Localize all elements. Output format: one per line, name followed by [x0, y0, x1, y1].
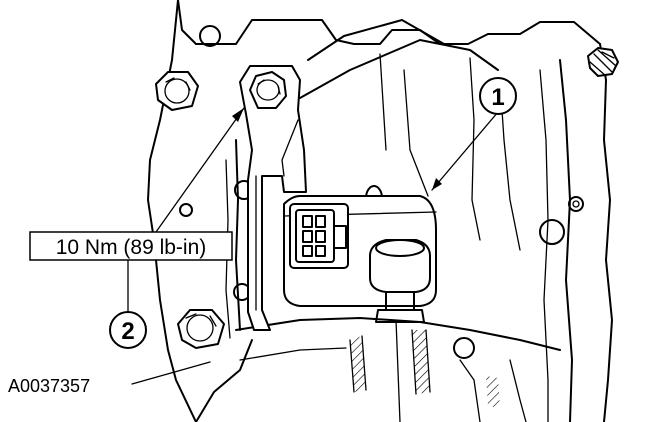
leader-line-1 [431, 111, 499, 191]
figure-id: A0037357 [8, 376, 90, 396]
hex-nut-upper-left [155, 71, 199, 111]
callout-2-number: 2 [121, 318, 134, 345]
bore-hatch-2 [411, 329, 431, 395]
bore-hatch-3 [486, 376, 500, 408]
threaded-plug [587, 47, 619, 77]
callout-2: 2 [109, 311, 147, 349]
torque-spec-box: 10 Nm (89 lb-in) [29, 231, 233, 261]
torque-spec-label: 10 Nm (89 lb-in) [56, 236, 207, 259]
sensor-bracket [239, 65, 307, 331]
leader-line-2-up [155, 107, 245, 233]
callout-1: 1 [479, 77, 517, 115]
figure-id-leader [131, 361, 211, 385]
hex-nut-lower-left [177, 309, 225, 349]
speed-sensor [283, 195, 437, 323]
sensor-shaft [395, 319, 401, 422]
callout-1-number: 1 [491, 84, 504, 111]
bracket-bolt [249, 71, 287, 109]
bore-hatch-1 [349, 335, 367, 393]
